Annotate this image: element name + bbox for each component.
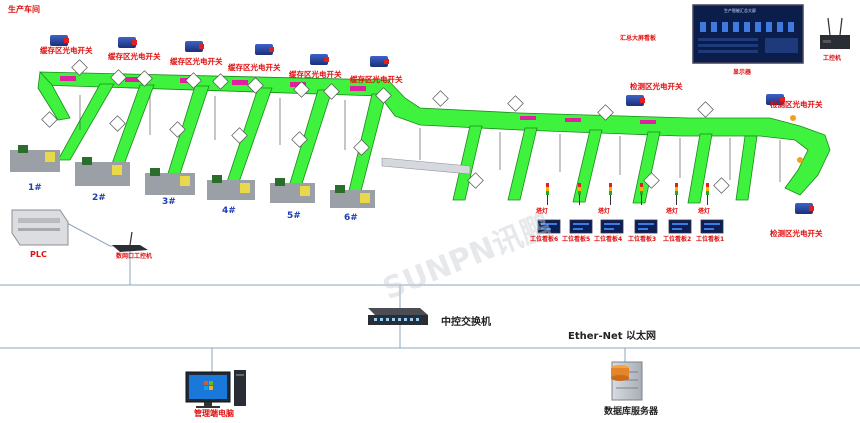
machine-label-3: 3#: [162, 197, 176, 207]
injection-machines: [10, 145, 375, 208]
watermark: SUNPN讯鹏: [378, 208, 556, 307]
station-conveyor-3: [632, 131, 661, 204]
serial-ipc-label: 数网口工控机: [116, 252, 152, 260]
kanban-screen-content: [541, 223, 720, 230]
kanban-label-3: 工位看板3: [628, 235, 656, 243]
switch-label: 中控交换机: [441, 315, 491, 328]
plc-device-icon: [11, 209, 69, 246]
mgmt-pc-label: 管理端电脑: [194, 408, 234, 418]
detect-switch-label-1: 检测区光电开关: [630, 81, 683, 91]
support-frames: [79, 95, 781, 182]
management-computer-icon: [185, 370, 246, 408]
kanban-label-1: 工位看板1: [696, 235, 724, 243]
camera-icon: [255, 44, 274, 55]
database-server-icon: [611, 361, 643, 401]
buffer-switch-label-1: 缓存区光电开关: [39, 45, 93, 55]
grey-transfer-conveyor: [381, 157, 471, 175]
station-conveyor-4: [572, 129, 603, 203]
station-conveyor-2: [687, 133, 713, 204]
photoelectric-switches: [50, 35, 814, 214]
kanban-label-6: 工位看板6: [530, 235, 558, 243]
camera-icon: [370, 56, 389, 67]
workshop-title: 生产车间: [8, 4, 40, 14]
machine-label-2: 2#: [92, 193, 106, 203]
kanban-label-5: 工位看板5: [562, 235, 590, 243]
machine-5: [270, 178, 315, 203]
buffer-switch-label-5: 缓存区光电开关: [288, 69, 342, 79]
serial-ipc-icon: [112, 231, 148, 252]
big-screen-title: 汇总大屏看板: [620, 34, 657, 42]
kanban-label-4: 工位看板4: [594, 235, 622, 243]
camera-icon: [118, 37, 137, 48]
machine-1: [10, 145, 60, 172]
buffer-switch-label-6: 缓存区光电开关: [349, 74, 403, 84]
left-conveyor-end: [37, 71, 71, 121]
machine-label-5: 5#: [287, 211, 301, 221]
ethernet-label: Ether-Net 以太网: [568, 329, 656, 342]
buffer-switch-label-2: 缓存区光电开关: [107, 51, 161, 61]
sensor-dot: [797, 157, 803, 163]
screen-header: 生产智能汇总大屏: [724, 7, 756, 13]
tower-light-label-3: 塔灯: [666, 207, 678, 215]
camera-icon: [185, 41, 204, 52]
buffer-switch-label-3: 缓存区光电开关: [169, 56, 223, 66]
tower-light-label-2: 塔灯: [598, 207, 610, 215]
monitor-label: 显示器: [733, 68, 752, 76]
tower-light-label-4: 塔灯: [698, 207, 710, 215]
tower-lights: [546, 183, 709, 205]
central-switch-icon: [368, 308, 428, 325]
detect-switch-label-2: 检测区光电开关: [770, 99, 823, 109]
plc-label: PLC: [30, 250, 47, 259]
machine-label-1: 1#: [28, 183, 42, 193]
sensor-dot: [790, 115, 796, 121]
db-server-label: 数据库服务器: [604, 405, 659, 417]
camera-icon: [310, 54, 329, 65]
tower-light-label-1: 塔灯: [536, 207, 548, 215]
industrial-pc-icon: [820, 17, 850, 49]
detect-switch-label-3: 检测区光电开关: [770, 228, 823, 238]
camera-icon: [795, 203, 814, 214]
ipc-label: 工控机: [823, 54, 841, 62]
machine-6: [330, 185, 375, 208]
machine-label-6: 6#: [344, 213, 358, 223]
branch-conveyor-1: [57, 83, 115, 161]
buffer-switch-label-4: 缓存区光电开关: [227, 62, 281, 72]
branch-conveyor-6: [347, 93, 387, 196]
camera-icon: [626, 95, 645, 106]
machine-2: [75, 157, 130, 186]
station-conveyor-5: [507, 127, 538, 201]
machine-3: [145, 168, 195, 195]
camera-icon: [766, 94, 785, 105]
kanban-label-2: 工位看板2: [663, 235, 691, 243]
branch-conveyor-2: [107, 84, 155, 176]
kanban-screens: [537, 219, 724, 234]
station-conveyor-1: [735, 135, 758, 201]
branch-conveyor-3: [165, 85, 210, 181]
material-boxes: [41, 59, 730, 194]
machine-label-4: 4#: [222, 206, 236, 216]
big-screen-monitor: 生产智能汇总大屏: [692, 4, 804, 64]
network-lines: [0, 221, 860, 372]
conveyor-system: [37, 59, 831, 204]
station-conveyor-6: [452, 125, 483, 201]
camera-icon: [50, 35, 69, 46]
machine-4: [207, 175, 255, 200]
